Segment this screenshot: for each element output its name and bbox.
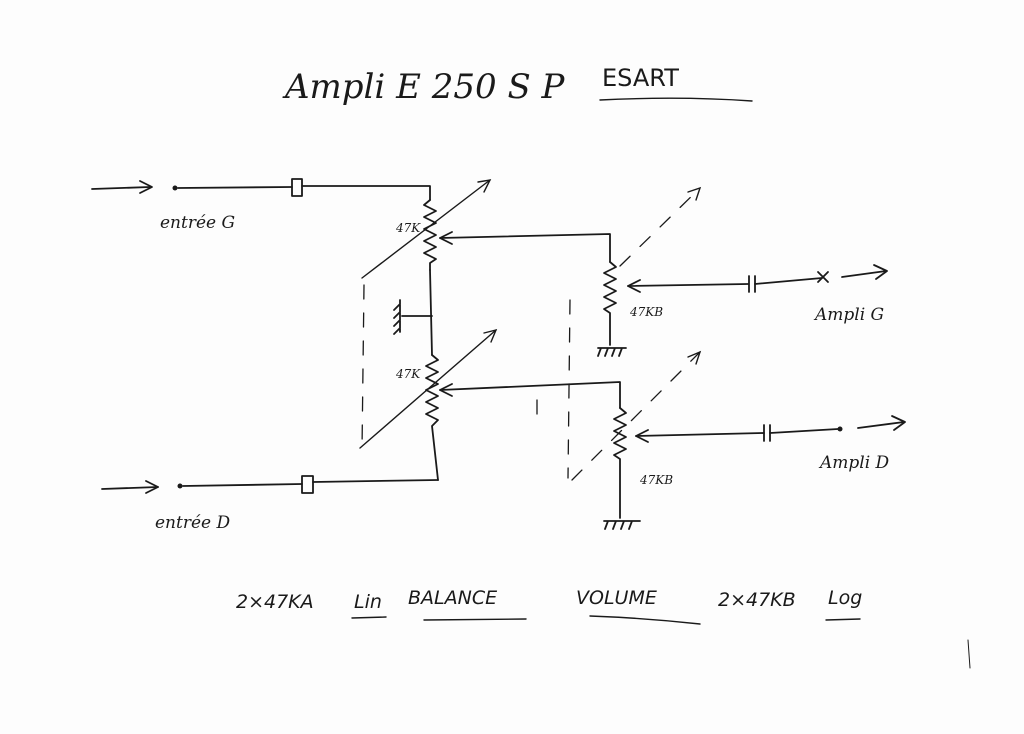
balance-top-adjust-arrow (361, 179, 491, 279)
balance-pot-top-value: 47K (395, 221, 421, 235)
volume-bottom-adjust-arrow (571, 351, 701, 481)
output-left-wire-2 (754, 277, 823, 285)
output-right-wire (635, 432, 765, 437)
volume-top-adjust-arrow (619, 187, 701, 267)
wire-to-balance-bottom (312, 479, 439, 483)
volume-law: Log (828, 587, 862, 609)
output-left-label: Ampli G (813, 305, 884, 325)
volume-pot-bottom-resistor (613, 407, 627, 519)
input-left-arrow (91, 186, 151, 190)
input-left-wire (177, 186, 293, 189)
volume-top-ground-symbol (597, 347, 627, 357)
title-underline (599, 97, 753, 102)
wire-to-balance-top (301, 185, 431, 201)
balance-name: BALANCE (408, 587, 497, 609)
volume-pot-bottom-value: 47KB (639, 473, 673, 487)
balance-gang-link (361, 284, 365, 451)
wiper-wire-top (439, 233, 611, 263)
volume-law-underline (825, 618, 861, 621)
input-left-terminal (172, 185, 178, 191)
paper-speck (967, 639, 971, 669)
balance-pot-bottom-resistor (425, 354, 439, 481)
title-brand: ESART (602, 64, 679, 92)
volume-bottom-adjust-arrowhead (687, 350, 702, 365)
input-left-label: entrée G (160, 213, 235, 233)
balance-spec: 2×47KA (236, 591, 314, 613)
input-right-arrowhead (145, 480, 159, 494)
wiper-wire-bottom (439, 381, 621, 409)
output-right-arrowhead (891, 415, 906, 431)
volume-name-underline (589, 615, 701, 625)
wiper-arrowhead-bottom (439, 383, 453, 397)
balance-center-wire (429, 269, 433, 356)
input-left-arrowhead (139, 180, 153, 194)
input-right-wire (182, 483, 303, 487)
balance-top-adjust-arrowhead (477, 179, 492, 193)
volume-pot-top-value: 47KB (629, 305, 663, 319)
input-right-label: entrée D (155, 513, 230, 533)
balance-bottom-adjust-arrowhead (483, 328, 498, 343)
output-left-arrow (841, 270, 887, 278)
output-right-wire-2 (769, 428, 839, 434)
balance-ground-symbol (393, 299, 401, 335)
input-right-arrow (101, 486, 159, 490)
output-right-terminal (837, 426, 843, 432)
title-main: Ampli E 250 S P (282, 67, 566, 107)
output-left-wire (627, 283, 749, 287)
output-right-arrow (857, 421, 905, 429)
volume-bottom-ground-symbol (603, 520, 641, 530)
output-right-label: Ampli D (818, 453, 890, 473)
input-right-terminal (177, 483, 183, 489)
balance-pot-bottom-value: 47K (395, 367, 421, 381)
wiper-arrowhead-top (439, 231, 453, 245)
balance-law: Lin (354, 591, 382, 613)
balance-bottom-adjust-arrow (359, 329, 497, 449)
volume-spec: 2×47KB (718, 589, 796, 611)
volume-name: VOLUME (576, 587, 657, 609)
output-left-arrowhead (873, 264, 888, 280)
volume-top-adjust-arrowhead (687, 186, 702, 201)
output-left-wiper-arrowhead (627, 279, 641, 293)
output-right-wiper-arrowhead (635, 429, 649, 443)
balance-pot-top-resistor (423, 199, 437, 271)
balance-name-underline (423, 618, 527, 621)
balance-law-underline (351, 616, 387, 619)
capacitor-input-left (291, 178, 303, 197)
output-left-terminal (817, 271, 829, 283)
capacitor-input-right (301, 475, 314, 494)
volume-gang-link (567, 299, 571, 479)
volume-pot-top-resistor (603, 261, 617, 346)
